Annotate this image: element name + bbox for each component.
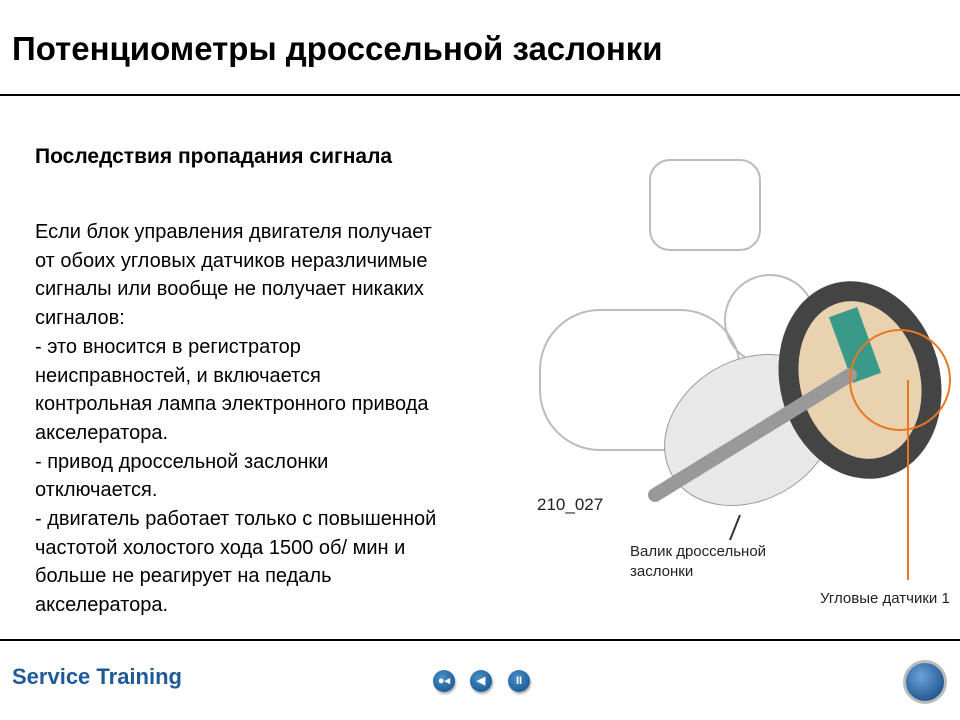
back-icon: ◀ bbox=[476, 675, 486, 687]
body-line: - привод дроссельной заслонки bbox=[35, 450, 329, 473]
body-line: Если блок управления двигателя получает bbox=[35, 221, 432, 243]
body-line: акселератора. bbox=[35, 421, 169, 444]
vw-logo bbox=[903, 660, 947, 704]
page-title: Потенциометры дроссельной заслонки bbox=[12, 30, 663, 67]
body-line: отключается. bbox=[35, 479, 158, 502]
home-button[interactable]: ●◂ bbox=[433, 670, 455, 692]
section-heading: Последствия пропадания сигнала bbox=[35, 145, 393, 168]
shaft-label-2: заслонки bbox=[630, 563, 694, 580]
header-divider bbox=[0, 94, 960, 96]
body-text: Если блок управления двигателя получает о… bbox=[35, 218, 525, 620]
body-line: - это вносится в регистратор bbox=[35, 335, 301, 358]
figure-code: 210_027 bbox=[537, 495, 604, 514]
throttle-illustration bbox=[539, 159, 951, 580]
pause-button[interactable]: II bbox=[508, 670, 530, 692]
body-line: - двигатель работает только с повышенной bbox=[35, 508, 437, 531]
body-line: частотой холостого хода 1500 об/ мин и bbox=[35, 536, 406, 559]
body-line: сигналы или вообще не получает никаких bbox=[35, 278, 424, 301]
sensors-label: Угловые датчики 1 bbox=[820, 590, 950, 607]
body-line: больше не реагирует на педаль bbox=[35, 565, 332, 588]
back-button[interactable]: ◀ bbox=[470, 670, 492, 692]
home-icon: ●◂ bbox=[437, 675, 451, 687]
body-line: от обоих угловых датчиков неразличимые bbox=[35, 249, 428, 272]
footer-divider bbox=[0, 639, 960, 641]
shaft-label: Валик дроссельной bbox=[630, 543, 767, 560]
pause-icon: II bbox=[515, 675, 523, 687]
brand-text: Service Training bbox=[12, 664, 182, 689]
body-line: сигналов: bbox=[35, 307, 125, 330]
body-line: контрольная лампа электронного привода bbox=[35, 393, 429, 416]
body-line: неисправностей, и включается bbox=[35, 364, 321, 387]
body-line: акселератора. bbox=[35, 594, 169, 617]
